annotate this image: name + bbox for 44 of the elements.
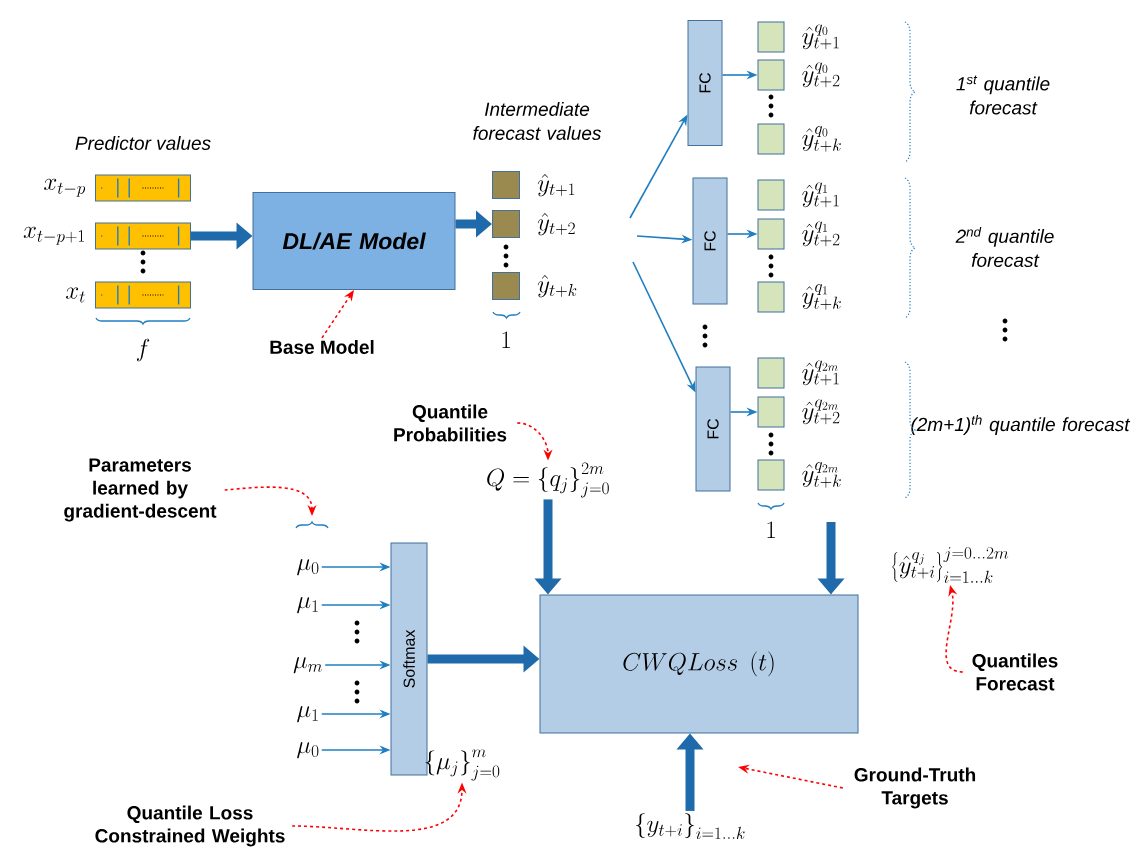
caption-text: 2$^{nd}$ quantile forecast [955,226,1054,268]
model-box: DL/AE Model [252,192,456,290]
annotation-text: Base Model [270,340,374,354]
annotation-text: Parameters learned by gradient-descent [64,458,217,522]
annotation-text: Quantile Loss Constrained Weights [95,805,285,847]
formula-label: $\hat{y}_{t+k}^{q_0}$ [802,126,841,152]
formula-label: $\mu_0$ [297,741,319,759]
formula-label: $\mu_1$ [297,596,318,614]
formula-label: $Q=\left\{q_j\right\}_{j=0}^{2m}$ [487,462,609,498]
annotation-text: Quantile Probabilities [394,404,507,442]
brace-label: $1$ [767,521,775,538]
formula-label: $\mu_m$ [293,656,322,674]
caption-text: Intermediate forecast values [473,102,601,140]
fc-box: FC [692,177,728,305]
formula-label: $\mu_1$ [297,705,318,723]
formula-label: $\hat{y}_{t+1}^{q_1}$ [802,182,839,208]
brace-label: $f$ [136,338,150,362]
formula-label: $\hat{y}_{t+1}^{q_0}$ [802,24,839,50]
formula-label: $\left\{\mu_j\right\}_{j=0}^{m}$ [425,749,500,781]
formula-label: $\mu_0$ [297,558,319,576]
formula-label: $\hat{y}_{t+1}$ [537,173,575,197]
formula-label: $\hat{y}_{t+2}^{q_0}$ [802,62,840,88]
formula-label: $x_{t}$ [66,287,85,303]
formula-label: $\hat{y}_{t+k}$ [537,274,577,298]
formula-label: $\left\{y_{t+i}\right\}_{i=1\dots k}$ [635,813,745,840]
formula-label: $\hat{y}_{t+2}^{q_{2m}}$ [802,399,840,425]
caption-text: 1$^{st}$ quantile forecast [956,75,1050,115]
caption-text: Predictor values [75,136,211,150]
fc-box: FC [687,20,723,146]
formula-label: $\hat{y}_{t+k}^{q_{2m}}$ [802,462,841,488]
loss-box: $CWQLoss\ (t)$ [539,594,859,734]
formula-label: $\hat{y}_{t+1}^{q_{2m}}$ [802,360,839,386]
formula-label: $\left\{\hat{y}_{t+i}^{q_j}\right\}_{i=1\dots k}^{j=0\dots 2m}$ [892,547,1009,583]
formula-label: $x_{t-p+1}$ [23,226,84,245]
annotation-text: Quantiles Forecast [972,653,1058,691]
annotation-text: Ground-Truth Targets [854,767,976,809]
formula-label: $\hat{y}_{t+2}$ [537,212,575,236]
formula-label: $x_{t-p}$ [44,178,86,197]
fc-box: FC [695,366,731,492]
caption-text: (2m+1)$^{th}$ quantile forecast [911,415,1131,435]
leader-line [321,290,354,339]
formula-label: $\hat{y}_{t+2}^{q_1}$ [802,221,840,247]
formula-label: $\hat{y}_{t+k}^{q_1}$ [802,284,841,310]
brace-label: $1$ [502,331,510,348]
